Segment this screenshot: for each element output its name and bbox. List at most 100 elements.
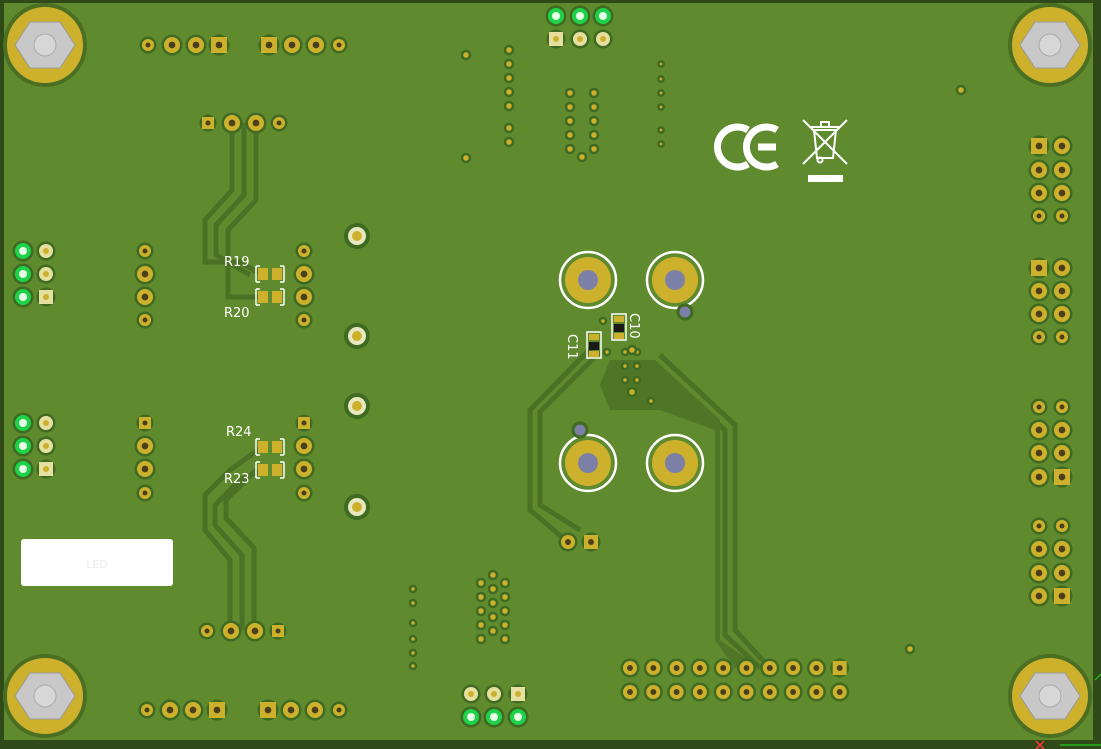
pad-1: [161, 34, 183, 56]
pad-153: [1053, 207, 1071, 225]
via-99: [487, 597, 499, 609]
pad-83: [304, 699, 326, 721]
pad-170: [1030, 517, 1048, 535]
via-144: [602, 347, 612, 357]
pad-73: [198, 622, 216, 640]
pad-89: [484, 684, 504, 704]
pad-71: [293, 458, 315, 480]
pad-128: [783, 682, 803, 702]
plated-hole-2: [645, 250, 705, 310]
pad-175: [1051, 562, 1073, 584]
test-point-1: [344, 223, 370, 249]
via-28: [657, 140, 665, 148]
via-32: [588, 101, 600, 113]
pad-65: [295, 242, 313, 260]
via-138: [632, 361, 642, 371]
pad-51: [12, 412, 34, 434]
pad-45: [12, 240, 34, 262]
via-95: [408, 648, 418, 658]
pad-123: [737, 658, 756, 678]
through-hole-pads: [12, 5, 1073, 728]
pad-8: [545, 5, 567, 27]
via-14: [503, 44, 515, 56]
via-29: [564, 87, 576, 99]
pad-121: [713, 658, 733, 678]
pad-63: [134, 458, 156, 480]
pad-118: [667, 682, 687, 702]
pad-84: [330, 701, 348, 719]
pad-49: [12, 286, 34, 308]
via-105: [499, 591, 511, 603]
pad-66: [293, 263, 315, 285]
origin-axis: [1060, 673, 1101, 746]
pad-68: [295, 311, 313, 329]
weee-bin-logo: [802, 119, 848, 182]
pad-132: [830, 682, 850, 702]
trace-mid-1: [527, 343, 596, 544]
trace-bot-1: [202, 444, 264, 630]
pad-43: [245, 112, 267, 134]
pad-10: [592, 5, 614, 27]
via-37: [564, 143, 576, 155]
board-copper-pour: [4, 3, 1093, 740]
pad-129: [806, 658, 826, 678]
via-23: [657, 60, 665, 68]
pad-82: [280, 699, 302, 721]
pad-134: [581, 532, 601, 552]
via-142: [626, 386, 638, 398]
pad-160: [1030, 328, 1048, 346]
via-139: [620, 375, 630, 385]
pad-53: [12, 435, 34, 457]
pad-12: [570, 29, 590, 49]
via-111: [499, 633, 511, 645]
traces: [202, 123, 772, 670]
pad-164: [1028, 419, 1050, 441]
via-19: [503, 122, 515, 134]
via-16: [503, 72, 515, 84]
pad-70: [293, 435, 315, 457]
pad-173: [1051, 538, 1073, 560]
pad-90: [508, 684, 528, 704]
pad-9: [569, 5, 591, 27]
capacitor-c11: [586, 331, 602, 359]
pad-155: [1051, 257, 1073, 279]
smd-resistors: [255, 265, 285, 479]
pad-61: [136, 414, 154, 432]
pad-113: [620, 658, 640, 678]
pad-174: [1028, 562, 1050, 584]
pad-60: [136, 311, 154, 329]
pad-156: [1028, 280, 1050, 302]
via-38: [588, 143, 600, 155]
trace-bot-3: [223, 468, 258, 630]
pad-126: [760, 682, 780, 702]
pad-133: [558, 532, 578, 552]
pad-44: [270, 114, 288, 132]
via-104: [475, 591, 487, 603]
via-34: [588, 115, 600, 127]
pad-177: [1051, 585, 1073, 607]
via-35: [564, 129, 576, 141]
pad-76: [269, 622, 287, 640]
pad-0: [139, 36, 157, 54]
pad-116: [643, 682, 663, 702]
pad-52: [36, 413, 56, 433]
pad-67: [293, 286, 315, 308]
via-137: [620, 361, 630, 371]
via-24: [657, 75, 665, 83]
via-101: [487, 625, 499, 637]
ce-mark-logo: [714, 123, 779, 171]
vias: [408, 44, 967, 671]
via-large-2: [571, 421, 589, 439]
pad-55: [12, 458, 34, 480]
via-109: [499, 619, 511, 631]
via-110: [475, 633, 487, 645]
pad-165: [1051, 419, 1073, 441]
pad-88: [461, 684, 481, 704]
resistor-r19: [255, 265, 285, 283]
label-r19: R19: [224, 255, 250, 270]
pad-81: [257, 699, 279, 721]
label-r24: R24: [226, 425, 252, 440]
via-large-1: [676, 303, 694, 321]
pad-6: [305, 34, 327, 56]
smd-capacitors: [586, 313, 627, 359]
